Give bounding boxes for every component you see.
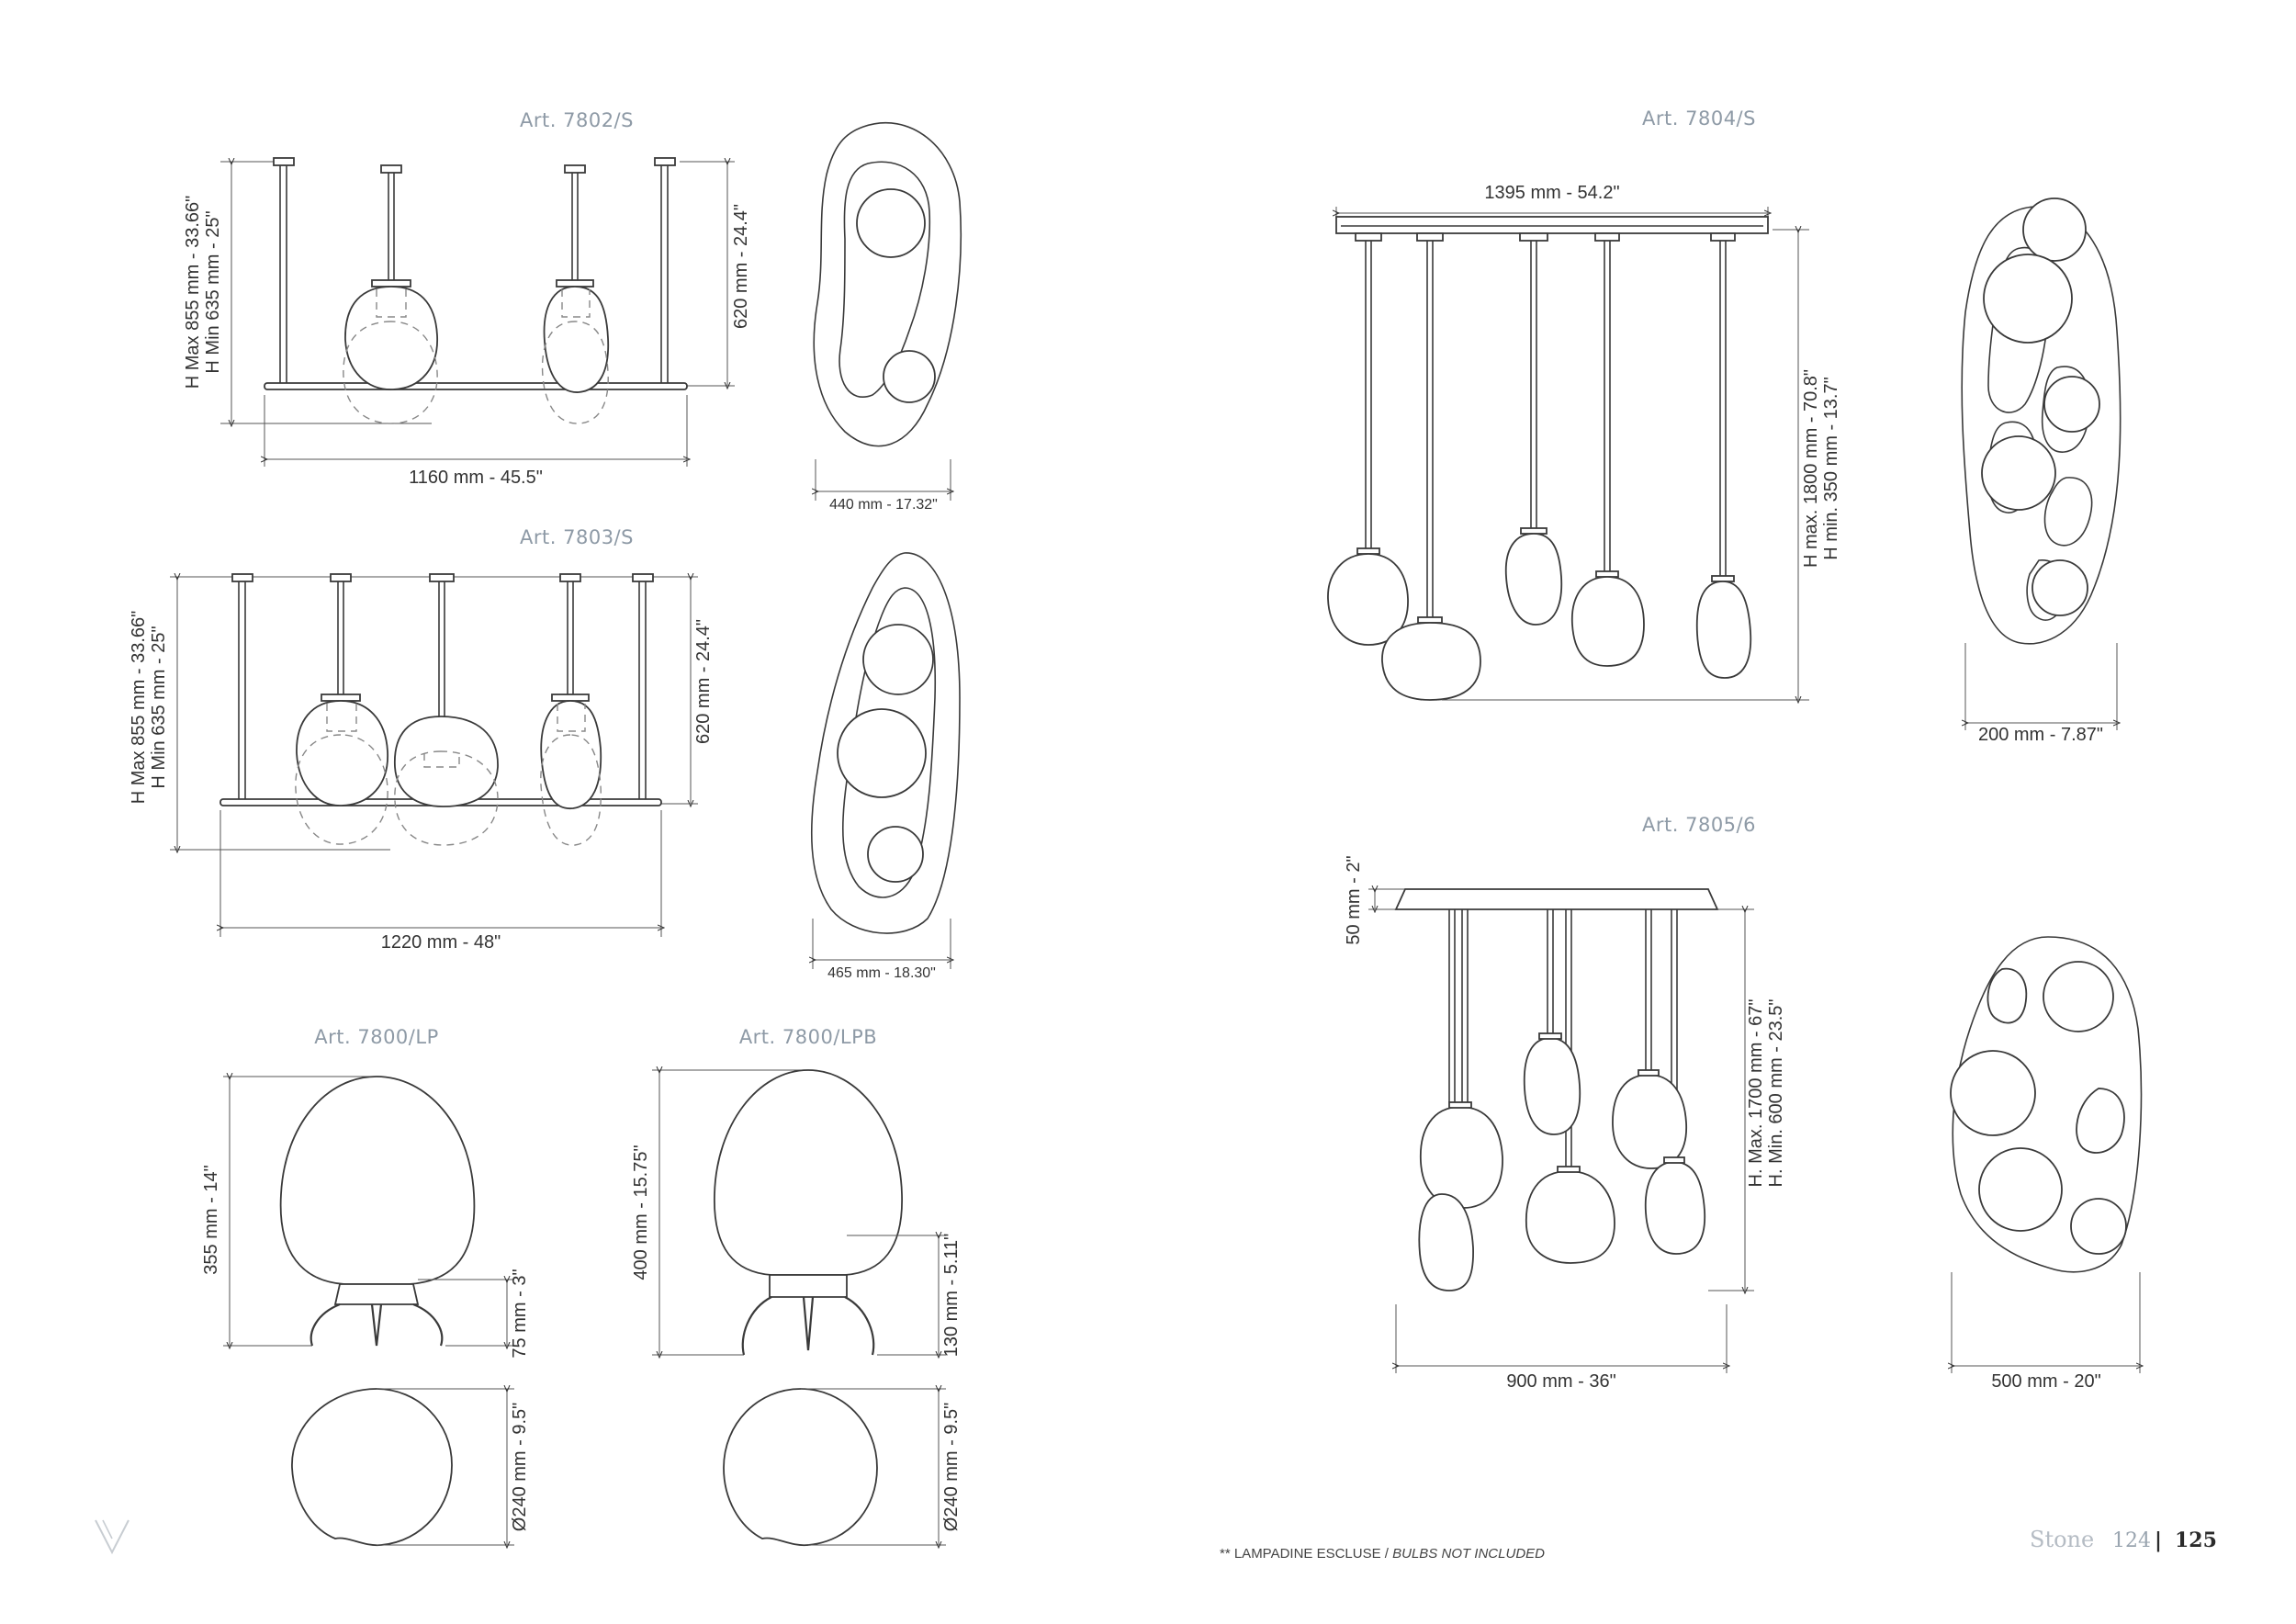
base-7800lpb: 130 mm - 5.11" bbox=[941, 1234, 962, 1358]
hmin-7802: H Min 635 mm - 25" bbox=[203, 210, 223, 373]
width-7803: 1220 mm - 48" bbox=[381, 932, 501, 953]
drawing-7802: Art. 7802/S 1160 mm - bbox=[183, 109, 962, 513]
footer-note: ** LAMPADINE ESCLUSE / BULBS NOT INCLUDE… bbox=[1220, 1546, 1545, 1562]
plan-7803: 465 mm - 18.30" bbox=[827, 965, 936, 981]
title-7804: Art. 7804/S bbox=[1642, 107, 1756, 130]
base-7800lp: 75 mm - 3" bbox=[510, 1269, 530, 1358]
plan-7805: 500 mm - 20" bbox=[1991, 1371, 2100, 1392]
title-7800lp: Art. 7800/LP bbox=[314, 1026, 438, 1048]
drawing-7800lp: Art. 7800/LP 355 mm - 14" 75 mm - 3" Ø24… bbox=[201, 1026, 530, 1545]
h620-7803: 620 mm - 24.4" bbox=[693, 619, 714, 744]
width-7802: 1160 mm - 45.5" bbox=[409, 468, 543, 488]
width-7805: 900 mm - 36" bbox=[1506, 1371, 1615, 1392]
title-7805: Art. 7805/6 bbox=[1642, 814, 1756, 836]
plan-7802: 440 mm - 17.32" bbox=[829, 497, 938, 513]
title-7803: Art. 7803/S bbox=[520, 526, 634, 548]
drawing-7805: Art. 7805/6 50 mm - 2" H. M bbox=[1344, 814, 2141, 1392]
plan-7804: 200 mm - 7.87" bbox=[1978, 725, 2103, 745]
v-monogram-icon bbox=[95, 1519, 129, 1555]
width-7804: 1395 mm - 54.2" bbox=[1484, 183, 1619, 203]
series-name: Stone bbox=[2030, 1527, 2094, 1552]
page-number-left: 124 bbox=[2112, 1529, 2151, 1552]
hmin-7803: H Min 635 mm - 25" bbox=[149, 626, 169, 788]
page-separator: | bbox=[2155, 1528, 2162, 1552]
height-7800lpb: 400 mm - 15.75" bbox=[631, 1145, 651, 1280]
title-7802: Art. 7802/S bbox=[520, 109, 634, 131]
hmax-7804: H max. 1800 mm - 70.8" bbox=[1801, 369, 1821, 568]
drawing-7803: Art. 7803/S bbox=[129, 526, 961, 981]
diam-7800lp: Ø240 mm - 9.5" bbox=[510, 1403, 530, 1531]
title-7800lpb: Art. 7800/LPB bbox=[739, 1026, 877, 1048]
drawing-7800lpb: Art. 7800/LPB 400 mm - 15.75" 130 mm - 5… bbox=[631, 1026, 962, 1545]
hmax-7803: H Max 855 mm - 33.66" bbox=[129, 611, 149, 805]
hmin-7805: H. Min. 600 mm - 23.5" bbox=[1766, 999, 1786, 1188]
drawing-7804: Art. 7804/S 1395 mm - 54.2" bbox=[1327, 107, 2122, 745]
canopy-7805: 50 mm - 2" bbox=[1344, 855, 1364, 944]
hmax-7802: H Max 855 mm - 33.66" bbox=[183, 196, 203, 389]
diam-7800lpb: Ø240 mm - 9.5" bbox=[941, 1403, 962, 1531]
h620-7802: 620 mm - 24.4" bbox=[731, 204, 751, 329]
hmin-7804: H min. 350 mm - 13.7" bbox=[1821, 377, 1841, 559]
height-7800lp: 355 mm - 14" bbox=[201, 1165, 221, 1274]
logo-v-monogram bbox=[95, 1519, 129, 1555]
hmax-7805: H. Max. 1700 mm - 67" bbox=[1746, 999, 1766, 1188]
page-number-right: 125 bbox=[2175, 1528, 2217, 1552]
